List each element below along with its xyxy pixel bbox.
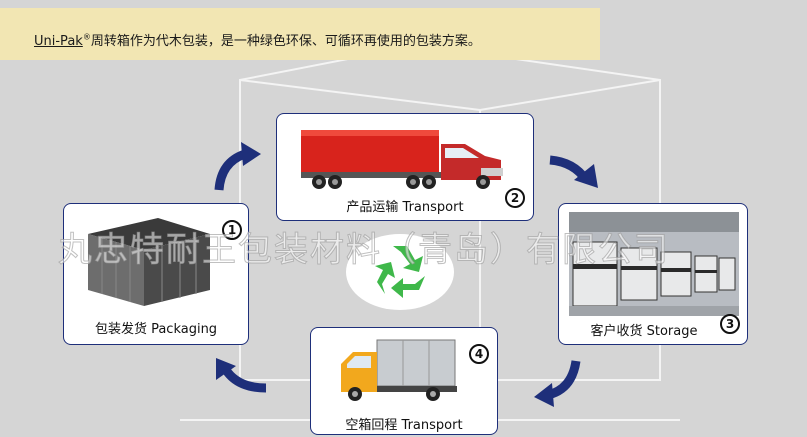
step-card-storage: 客户收货 Storage 3	[558, 203, 748, 345]
step-number-4: 4	[469, 344, 489, 364]
arrow-packaging-to-transport	[214, 142, 261, 191]
step-number-1: 1	[222, 220, 242, 240]
semi-truck-image	[301, 130, 503, 189]
step-number-3: 3	[720, 314, 740, 334]
recycle-icon	[346, 234, 454, 310]
step-label-return-transport: 空箱回程 Transport	[345, 418, 463, 433]
banner-text: Uni-Pak®周转箱作为代木包装，是一种绿色环保、可循环再使用的包装方案。	[34, 30, 481, 49]
packaging-box-image	[88, 218, 210, 306]
step-card-return-transport: 空箱回程 Transport 4	[310, 327, 498, 435]
delivery-truck-image	[341, 339, 457, 401]
warehouse-storage-image	[569, 212, 739, 316]
step-card-transport: 产品运输 Transport 2	[276, 113, 534, 221]
step-number-2: 2	[505, 188, 525, 208]
banner-description: 周转箱作为代木包装，是一种绿色环保、可循环再使用的包装方案。	[90, 34, 481, 49]
registered-mark: ®	[82, 32, 91, 42]
arrow-return-to-packaging	[216, 358, 267, 393]
step-label-storage: 客户收货 Storage	[590, 324, 698, 339]
step-label-transport: 产品运输 Transport	[346, 200, 464, 215]
intro-banner: Uni-Pak®周转箱作为代木包装，是一种绿色环保、可循环再使用的包装方案。	[0, 8, 600, 60]
arrow-storage-to-return	[534, 360, 581, 407]
brand-name: Uni-Pak	[34, 34, 83, 49]
arrow-transport-to-storage	[549, 155, 598, 188]
step-card-packaging: 包装发货 Packaging 1	[63, 203, 249, 345]
step-label-packaging: 包装发货 Packaging	[94, 322, 218, 337]
